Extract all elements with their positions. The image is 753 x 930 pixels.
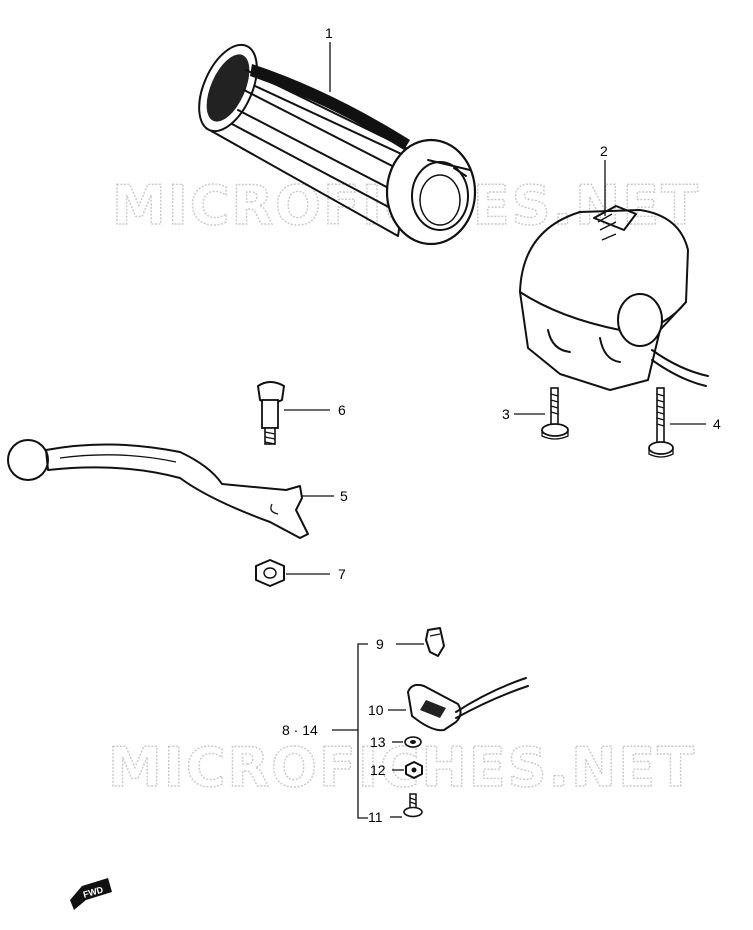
fwd-arrow-icon: FWD bbox=[70, 878, 112, 910]
callout-12: 12 bbox=[370, 762, 386, 778]
part-9-switch-cap bbox=[425, 627, 445, 657]
part-10-stop-switch bbox=[407, 677, 529, 732]
callout-8-14: 8 · 14 bbox=[282, 722, 318, 738]
callout-13: 13 bbox=[370, 734, 386, 750]
callout-9: 9 bbox=[376, 636, 384, 652]
part-13-washer bbox=[404, 736, 422, 748]
part-6-pivot-bolt bbox=[257, 381, 285, 445]
callout-6: 6 bbox=[338, 402, 346, 418]
callout-11: 11 bbox=[368, 809, 383, 825]
part-7-nut bbox=[255, 559, 285, 587]
callout-4: 4 bbox=[713, 416, 721, 432]
callout-2: 2 bbox=[600, 143, 608, 159]
callout-1: 1 bbox=[325, 25, 333, 41]
part-4-screw bbox=[648, 387, 674, 458]
callout-3: 3 bbox=[502, 406, 510, 422]
part-3-screw bbox=[541, 387, 569, 440]
part-2-switch-housing bbox=[519, 205, 709, 391]
part-5-lever bbox=[7, 439, 309, 539]
callout-7: 7 bbox=[338, 566, 346, 582]
callout-5: 5 bbox=[340, 488, 348, 504]
watermark-bottom: MICROFICHES.NET bbox=[108, 736, 696, 799]
part-11-screw bbox=[403, 793, 423, 818]
part-12-nut bbox=[405, 761, 423, 779]
group-bracket bbox=[332, 643, 368, 819]
callout-10: 10 bbox=[368, 702, 384, 718]
part-1-grip bbox=[198, 43, 477, 246]
